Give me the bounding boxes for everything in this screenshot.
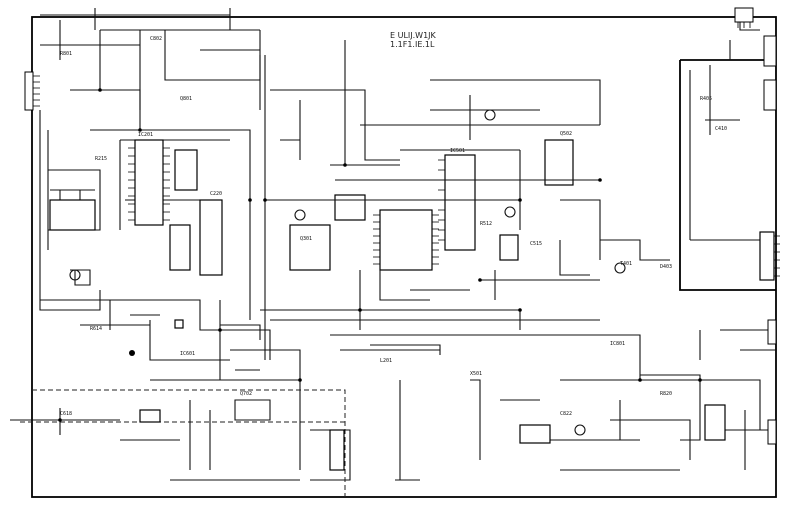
lower-left-wires [10,319,441,481]
component-label: IC801 [610,341,625,347]
component-label: T401 [620,261,632,267]
junction-dots [58,88,702,422]
component-labels: R801 C802 Q801 IC201 R215 C220 Q301 IC50… [60,36,727,417]
left-connector [24,71,40,111]
component-label: Q301 [300,236,312,242]
component-label: C822 [560,411,572,417]
top-header-wires [40,8,261,110]
component-label: R405 [700,96,712,102]
component-label: R614 [90,326,102,332]
component-label: D403 [660,264,672,270]
diagram-border [31,16,777,498]
component-label: C618 [60,411,72,417]
component-label: R512 [480,221,492,227]
top-right-connector [734,7,754,28]
component-label: C410 [715,126,727,132]
component-label: X501 [470,371,482,377]
title-line-1: E ULIJ.W1JK [390,31,437,40]
component-label: Q702 [240,391,252,397]
component-label: Q801 [180,96,192,102]
component-label: R820 [660,391,672,397]
component-label: C515 [530,241,542,247]
right-panel-box [679,8,780,291]
central-ic-group [289,139,574,271]
component-label: R215 [95,156,107,162]
transistor-symbols [69,109,626,436]
component-label: IC501 [450,148,465,154]
component-label: IC201 [138,132,153,138]
lower-right-wires [470,319,777,471]
component-label: IC601 [180,351,195,357]
component-label: Q502 [560,131,572,137]
component-label: C220 [210,191,222,197]
title-line-2: 1.1F1.IE.1L [390,40,435,49]
component-label: L201 [380,358,392,364]
component-label: R801 [60,51,72,57]
component-label: C802 [150,36,162,42]
left-ic-group [49,139,223,276]
dashed-section-outline [20,389,346,497]
